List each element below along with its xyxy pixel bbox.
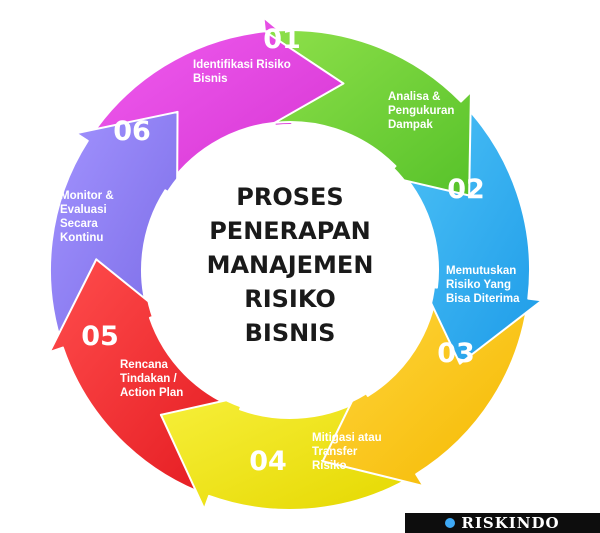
cycle-arrow-5 — [48, 258, 242, 497]
step-number: 02 — [447, 174, 485, 205]
step-number: 04 — [249, 446, 287, 477]
step-number: 06 — [113, 116, 151, 147]
center-title-line: MANAJEMEN — [207, 251, 374, 279]
cycle-arrow-1 — [263, 29, 472, 197]
center-title-line: PROSES — [236, 183, 343, 211]
step-number: 03 — [437, 338, 475, 369]
cycle-arrow-3 — [321, 286, 530, 488]
cycle-arrow-4 — [159, 394, 418, 511]
center-title-line: BISNIS — [245, 319, 336, 347]
brand-name: RISKINDO — [461, 514, 560, 532]
cycle-arrows — [48, 16, 544, 511]
riskindo-logo-icon — [445, 518, 456, 528]
brand-badge: RISKINDO — [405, 513, 600, 533]
step-number: 05 — [81, 321, 119, 352]
center-disc — [144, 124, 436, 416]
step-number: 01 — [263, 24, 301, 55]
center-title: PROSES PENERAPAN MANAJEMEN RISIKO BISNIS — [207, 183, 374, 347]
center-title-line: RISIKO — [244, 285, 336, 313]
center-title-line: PENERAPAN — [209, 217, 371, 245]
